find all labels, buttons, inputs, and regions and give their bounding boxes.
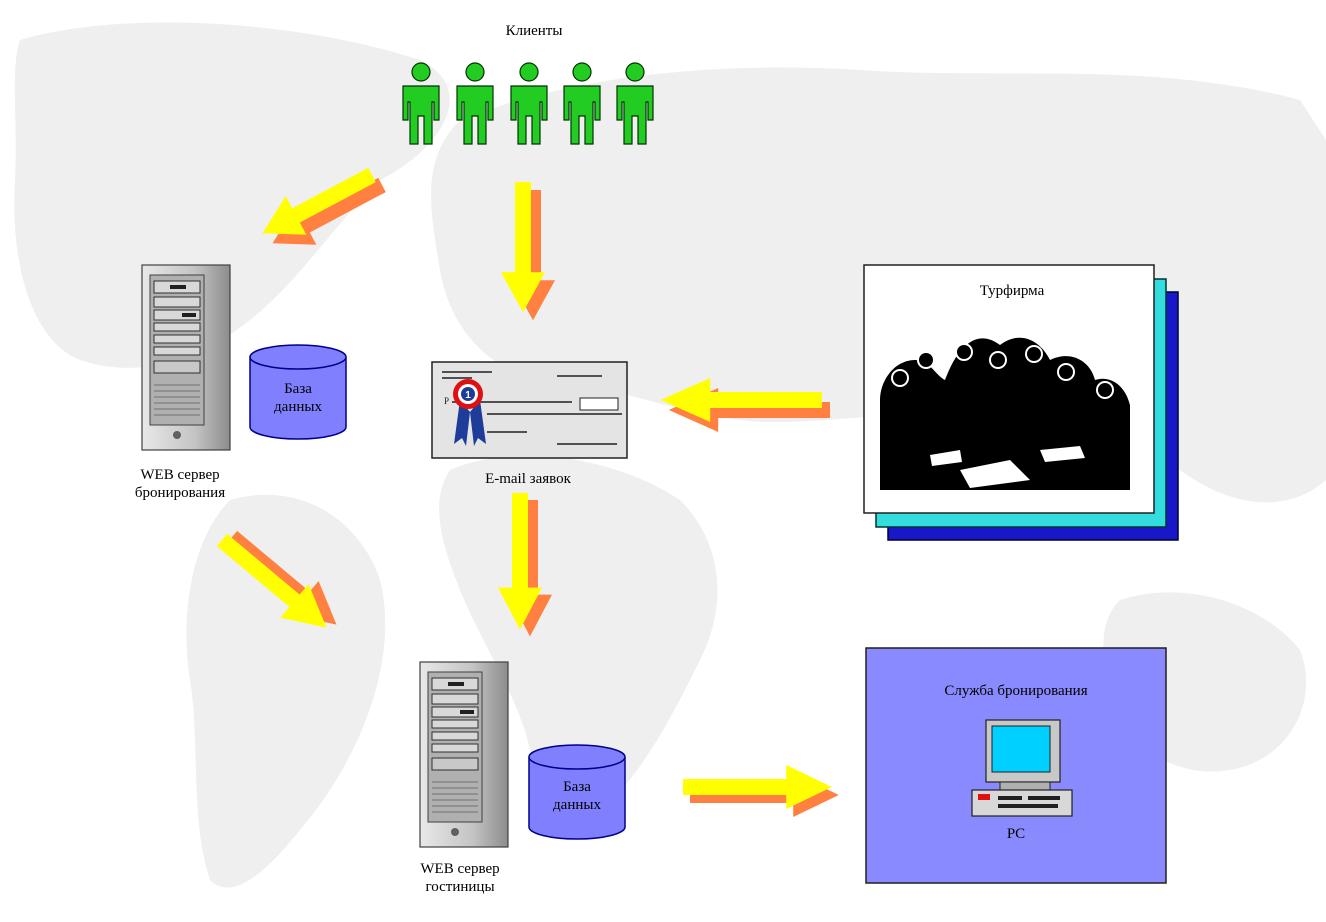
- web-server-booking-icon: [141, 264, 231, 451]
- booking-service-label: Служба бронирования: [944, 683, 1088, 699]
- arrow-hotel-to-booking-service: [683, 765, 839, 817]
- clients-label: Клиенты: [505, 23, 563, 39]
- database-1-label-line1: База: [284, 381, 312, 397]
- web-server-booking-label-line1: WEB сервер: [140, 467, 220, 483]
- touragency-label: Турфирма: [979, 283, 1045, 299]
- web-server-hotel-label: WEB сервер гостиницы: [380, 860, 540, 896]
- svg-text:1: 1: [465, 390, 471, 401]
- web-server-hotel-label-line2: гостиницы: [425, 879, 495, 895]
- database-1-label-line2: данных: [274, 399, 322, 415]
- web-server-hotel-label-line1: WEB сервер: [420, 861, 500, 877]
- database-2-label-line2: данных: [553, 797, 601, 813]
- web-server-booking-label-line2: бронирования: [134, 485, 226, 501]
- touragency-icon: [863, 264, 1179, 541]
- pc-label: PC: [1006, 826, 1026, 842]
- email-document-icon: P 1: [431, 361, 628, 459]
- email-label: E-mail заявок: [485, 471, 571, 487]
- database-2-label-line1: База: [563, 779, 591, 795]
- database-1-label: База данных: [258, 380, 338, 416]
- pc-icon: [971, 719, 1073, 817]
- database-2-label: База данных: [537, 778, 617, 814]
- web-server-hotel-icon: [419, 661, 509, 848]
- svg-text:P: P: [444, 396, 449, 406]
- web-server-booking-label: WEB сервер бронирования: [100, 466, 260, 502]
